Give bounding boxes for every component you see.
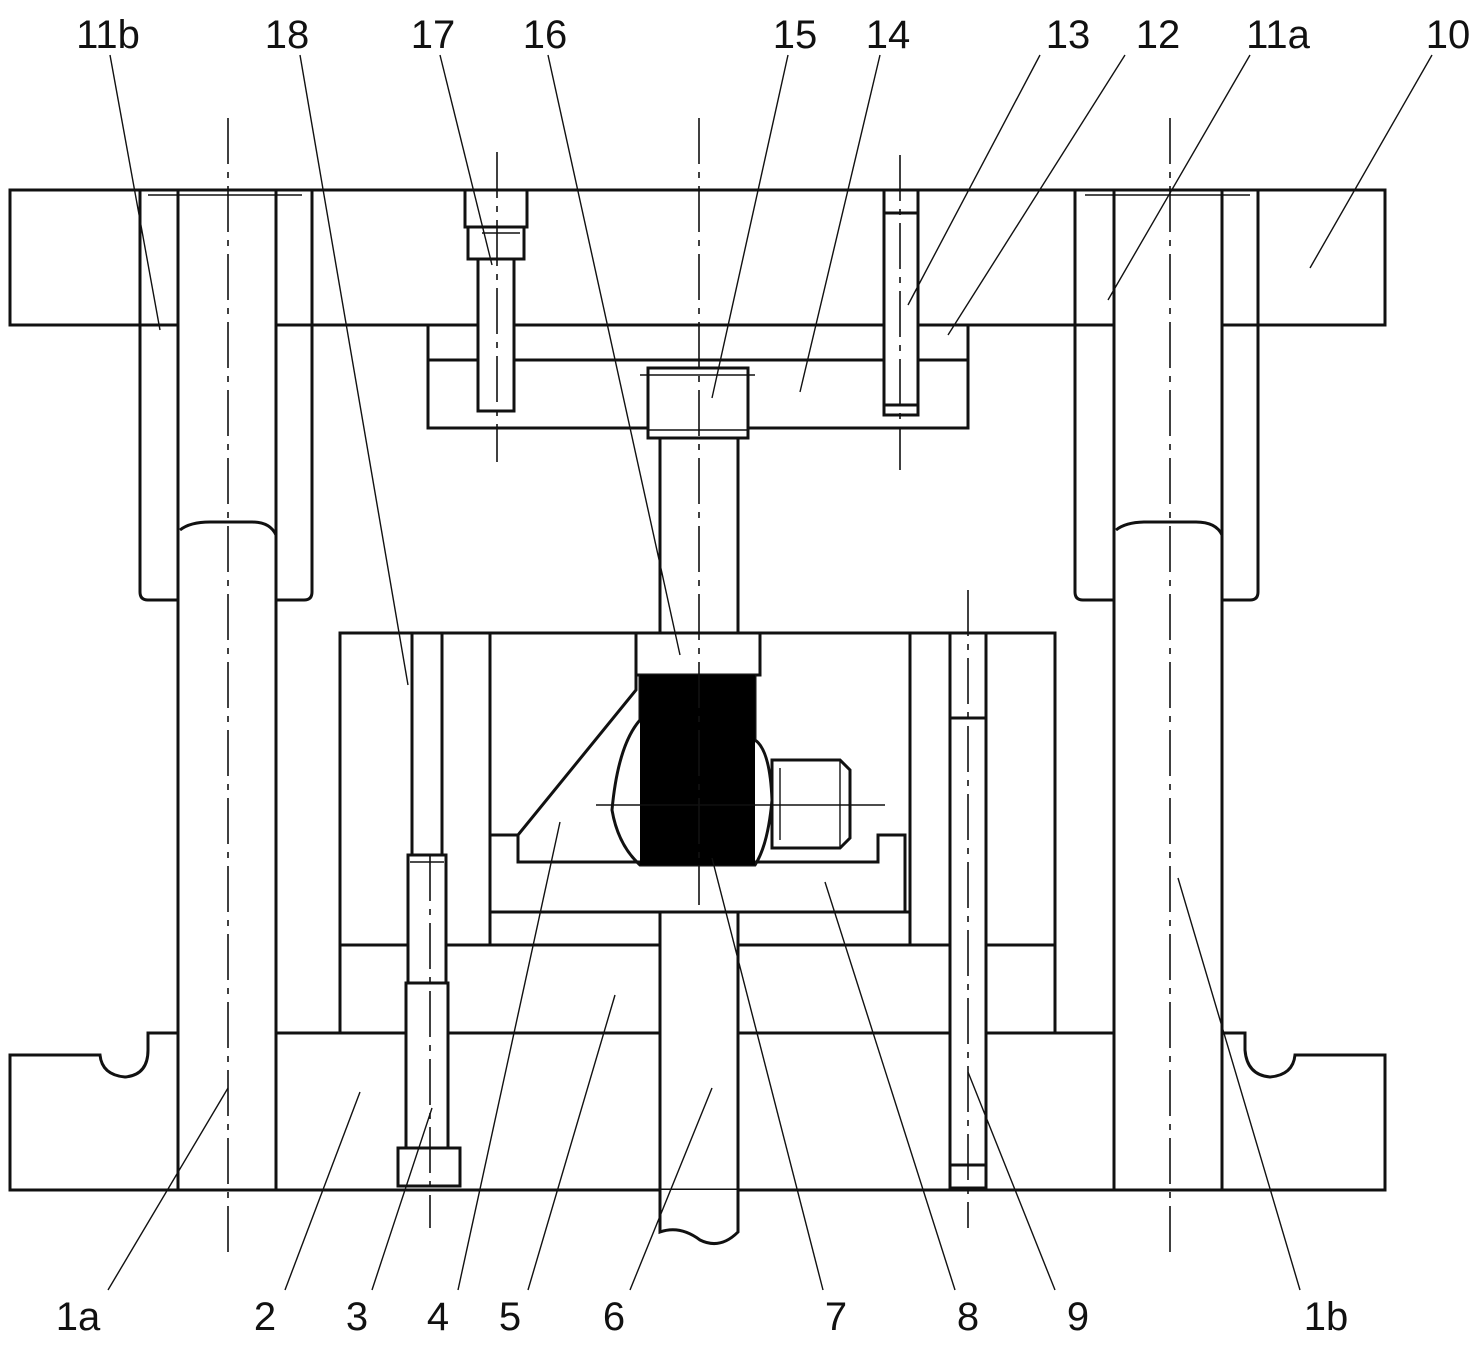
- label-13: 13: [1046, 13, 1091, 57]
- label-15: 15: [773, 13, 818, 57]
- socket-screw-top: [465, 190, 527, 411]
- ejector-rod: [660, 912, 738, 1244]
- label-14: 14: [866, 13, 911, 57]
- label-11b: 11b: [76, 13, 140, 57]
- label-17: 17: [411, 13, 456, 57]
- label-4: 4: [427, 1295, 449, 1339]
- label-18: 18: [265, 13, 310, 57]
- label-2: 2: [254, 1295, 276, 1339]
- punch-head: [640, 368, 755, 438]
- label-12: 12: [1136, 13, 1181, 57]
- label-16: 16: [523, 13, 568, 57]
- leader-lines: [108, 55, 1432, 1290]
- side-punch: [772, 760, 850, 848]
- top-labels: 11b 18 17 16 15 14 13 12 11a 10: [76, 13, 1470, 57]
- guide-post-left: [178, 190, 276, 1190]
- label-7: 7: [825, 1295, 847, 1339]
- label-1a: 1a: [56, 1295, 101, 1339]
- label-11a: 11a: [1246, 13, 1311, 57]
- label-9: 9: [1067, 1295, 1089, 1339]
- label-8: 8: [957, 1295, 979, 1339]
- label-3: 3: [346, 1295, 368, 1339]
- punch-tip-pocket: [636, 633, 760, 675]
- dowel-pin-top: [884, 190, 918, 415]
- socket-screw-bottom: [398, 633, 460, 1186]
- bottom-labels: 1a 2 3 4 5 6 7 8 9 1b: [56, 1295, 1349, 1339]
- label-6: 6: [603, 1295, 625, 1339]
- workpiece: [612, 675, 772, 865]
- guide-post-right: [1114, 190, 1222, 1190]
- label-5: 5: [499, 1295, 521, 1339]
- label-10: 10: [1426, 13, 1471, 57]
- label-1b: 1b: [1304, 1295, 1349, 1339]
